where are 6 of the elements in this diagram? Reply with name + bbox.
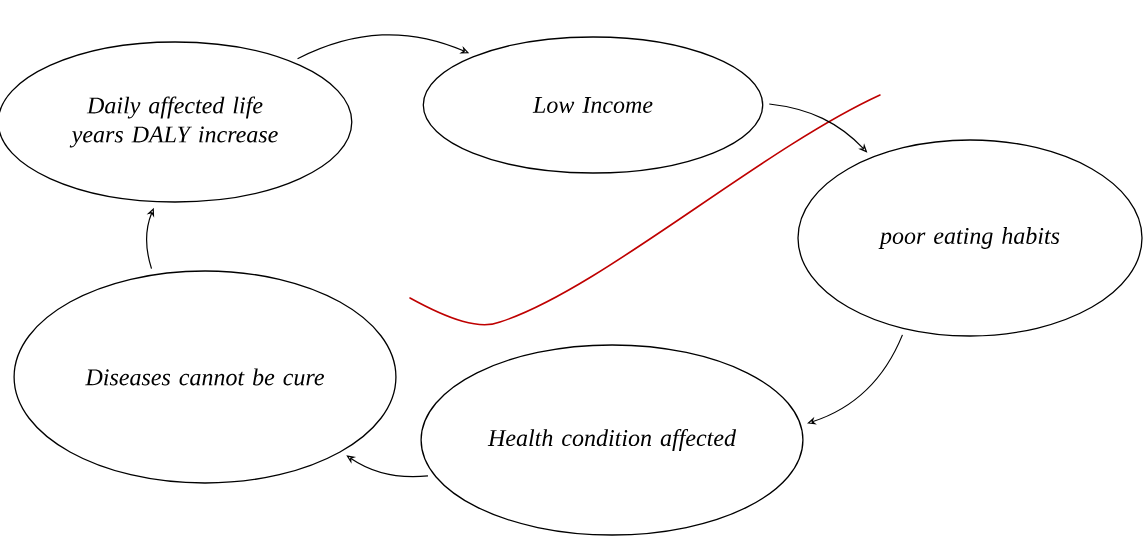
ellipse-node: Health condition affected: [420, 344, 804, 536]
ellipse-node: poor eating habits: [797, 139, 1143, 337]
ellipse-node: Low Income: [422, 36, 764, 174]
arrow: [346, 455, 429, 478]
ellipse-node: Diseases cannot be cure: [13, 270, 397, 484]
arrow: [807, 334, 904, 425]
